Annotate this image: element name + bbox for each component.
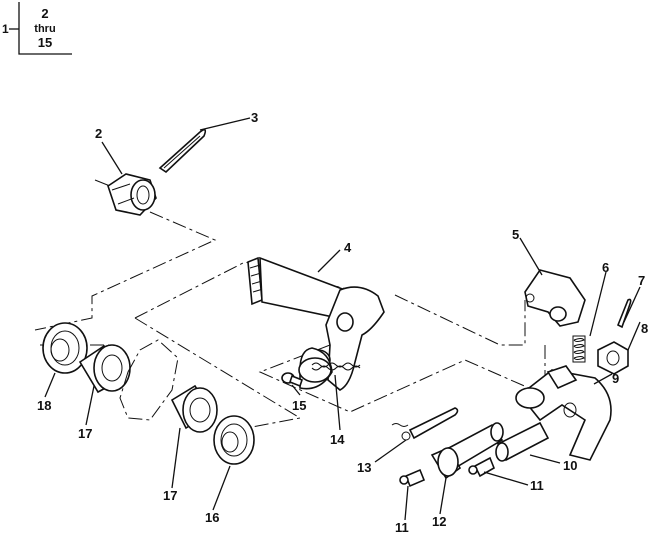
grease-fitting-part-11-upper xyxy=(468,456,496,478)
figure-reference-box: 1 2 thru 15 xyxy=(2,2,72,55)
callout-8: 8 xyxy=(641,321,648,336)
callout-17-right: 17 xyxy=(163,488,177,503)
leader-lines xyxy=(44,117,641,521)
latch-body-part-9 xyxy=(515,365,612,461)
callout-14: 14 xyxy=(330,432,345,447)
washer-part-16 xyxy=(213,415,255,465)
callout-5: 5 xyxy=(512,227,519,242)
callout-18: 18 xyxy=(37,398,51,413)
cotter-pin-part-3 xyxy=(158,128,207,174)
grease-fitting-part-11-lower xyxy=(399,468,426,488)
callout-15: 15 xyxy=(292,398,306,413)
phantom-lines xyxy=(34,211,546,433)
callout-13: 13 xyxy=(357,460,371,475)
hitch-plate-outline xyxy=(119,339,179,421)
shaft-part-10 xyxy=(495,421,550,462)
callout-9: 9 xyxy=(612,371,619,386)
cotter-pin-part-13 xyxy=(391,407,459,441)
washer-part-18 xyxy=(42,322,88,374)
callout-labels: 2 3 4 5 6 7 8 9 10 11 11 12 13 14 15 16 … xyxy=(37,110,648,534)
ref-from: 2 xyxy=(41,6,48,21)
callout-17-left: 17 xyxy=(78,426,92,441)
bushing-part-17-right xyxy=(170,384,218,433)
callout-12: 12 xyxy=(432,514,446,529)
pintle-hook-part-4 xyxy=(247,256,385,391)
callout-2: 2 xyxy=(95,126,102,141)
pin-part-12 xyxy=(430,422,504,480)
ref-lead: 1 xyxy=(2,22,9,36)
cotter-pin-part-7 xyxy=(616,298,632,329)
callout-16: 16 xyxy=(205,510,219,525)
callout-6: 6 xyxy=(602,260,609,275)
castle-nut-part-2 xyxy=(94,173,157,216)
bushing-part-17-left xyxy=(78,344,131,394)
latch-part-5 xyxy=(524,269,586,327)
ref-thru: thru xyxy=(34,23,55,35)
screw-part-15 xyxy=(281,372,303,388)
ref-to: 15 xyxy=(38,35,52,50)
callout-11-upper: 11 xyxy=(530,478,544,493)
spring-part-6 xyxy=(572,335,586,363)
callout-11-lower: 11 xyxy=(395,520,409,534)
callout-7: 7 xyxy=(638,273,645,288)
castle-nut-part-8 xyxy=(597,341,629,375)
callout-3: 3 xyxy=(251,110,258,125)
callout-10: 10 xyxy=(563,458,577,473)
callout-4: 4 xyxy=(344,240,352,255)
chain-part-14 xyxy=(311,362,361,371)
